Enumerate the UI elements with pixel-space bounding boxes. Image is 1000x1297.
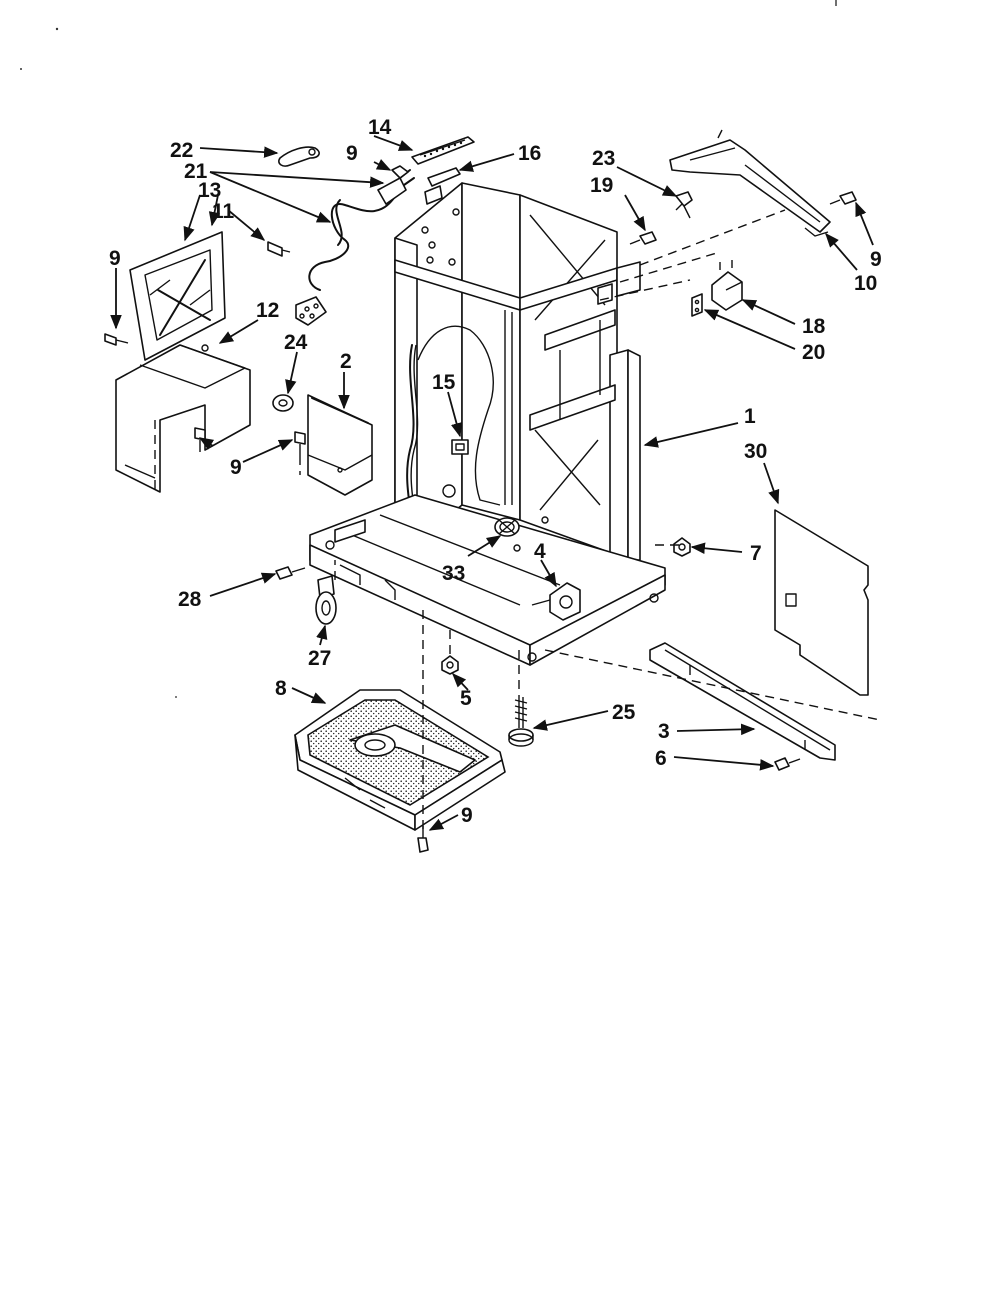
callout-7: 7	[750, 542, 762, 565]
callout-16: 16	[518, 142, 541, 165]
grommet-23	[675, 191, 693, 219]
panel-30	[774, 509, 869, 696]
callout-1: 1	[744, 405, 756, 428]
callout-9-left: 9	[109, 247, 121, 270]
bracket-16	[424, 167, 461, 205]
callout-3: 3	[658, 720, 670, 743]
callout-19: 19	[590, 174, 613, 197]
callout-9-shield: 9	[230, 456, 242, 479]
cabinet-frame	[394, 182, 641, 611]
panel-13	[129, 231, 226, 361]
rail-10	[669, 129, 831, 237]
callout-23: 23	[592, 147, 615, 170]
callout-9-bottom: 9	[461, 804, 473, 827]
shield-12	[115, 344, 251, 495]
callout-20: 20	[802, 341, 825, 364]
screws	[104, 165, 857, 853]
leader-lines	[110, 135, 874, 831]
switch-18	[711, 260, 743, 311]
plate-20	[691, 293, 703, 317]
callout-28: 28	[178, 588, 202, 611]
callout-5: 5	[460, 687, 472, 710]
callout-25: 25	[612, 701, 636, 724]
callout-6: 6	[655, 747, 667, 770]
cabinet-base	[309, 484, 666, 666]
grommet-33	[494, 517, 520, 537]
callout-27: 27	[308, 647, 331, 670]
callout-33: 33	[442, 562, 465, 585]
washer-24	[272, 394, 294, 412]
callout-11: 11	[212, 200, 235, 223]
callout-8: 8	[275, 677, 287, 700]
alignment-lines	[299, 209, 881, 830]
callout-30: 30	[744, 440, 767, 463]
component-4	[531, 582, 581, 621]
scan-specks	[20, 0, 837, 698]
callout-24: 24	[284, 331, 308, 354]
callout-4: 4	[534, 540, 546, 563]
callout-22: 22	[170, 139, 193, 162]
callout-10: 10	[854, 272, 877, 295]
callout-2: 2	[340, 350, 352, 373]
rail-3	[649, 642, 836, 761]
callout-13: 13	[198, 179, 221, 202]
callout-12: 12	[256, 299, 279, 322]
callout-15: 15	[432, 371, 456, 394]
callout-21: 21	[184, 160, 208, 183]
callout-18: 18	[802, 315, 826, 338]
foot-25	[508, 697, 534, 747]
base-pan-8	[294, 689, 506, 831]
callout-9-right: 9	[870, 248, 882, 271]
callout-labels: 22 21 13 11 9 12 24 2 9 14 9 16 23 19 9 …	[109, 116, 882, 827]
strip-14	[411, 136, 475, 165]
callout-9-top: 9	[346, 142, 358, 165]
bracket-2	[307, 394, 373, 496]
clip-22	[278, 146, 320, 167]
callout-14: 14	[368, 116, 392, 139]
caster-27	[315, 575, 337, 625]
